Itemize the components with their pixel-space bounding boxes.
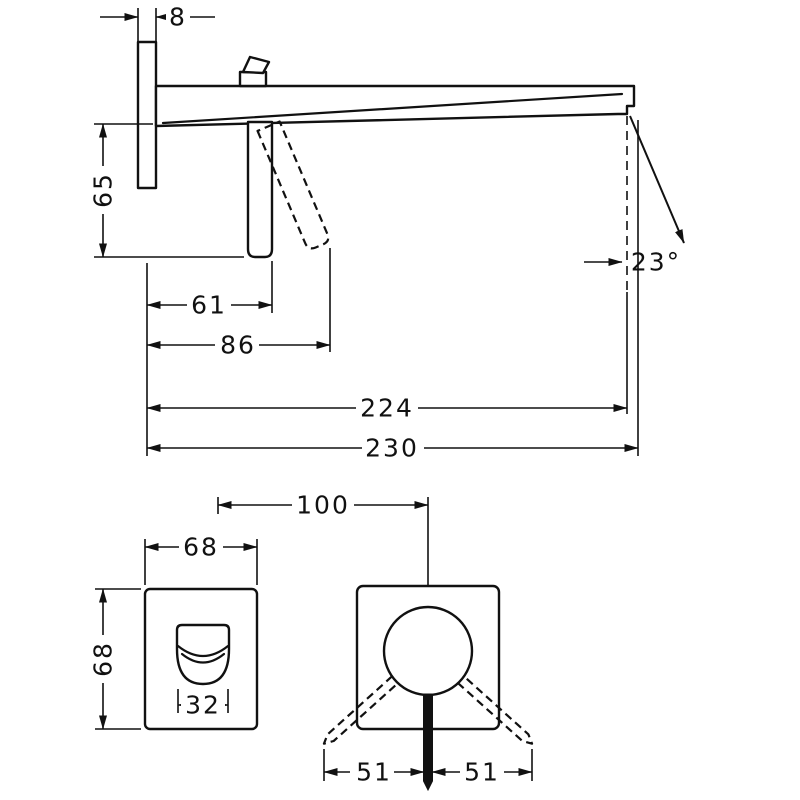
spout-aerator-curve-2 <box>180 652 226 664</box>
dim-center-distance: 100 <box>217 491 429 585</box>
spout-front-outline <box>175 623 231 686</box>
plate-height-label: 68 <box>89 641 118 677</box>
lever-front <box>423 693 433 792</box>
wall-plate-side <box>136 40 158 190</box>
stream-angle-label: 23° <box>631 248 681 277</box>
dim-plate-height: 68 <box>89 588 141 730</box>
plate-thickness-label: 8 <box>169 3 187 32</box>
center-distance-label: 100 <box>296 491 350 520</box>
spout-taper-line <box>161 92 624 125</box>
lever-height-label: 65 <box>89 172 118 208</box>
dim-stream-angle: 23° <box>584 248 682 277</box>
cartridge-cap <box>241 55 271 75</box>
dim-lever-reach: 86 <box>146 248 331 360</box>
lever-side <box>246 120 274 259</box>
dim-lever-offset: 61 <box>146 261 273 320</box>
lever-offset-label: 61 <box>191 291 227 320</box>
dim-swing-right: 51 <box>431 749 533 787</box>
dim-spout-reach: 230 <box>146 120 639 463</box>
spout-reach-label: 230 <box>365 434 419 463</box>
plate-width-label: 68 <box>183 533 219 562</box>
dim-lever-height: 65 <box>89 123 244 258</box>
spout-front-view: 68 68 32 <box>89 533 259 731</box>
spout-aerator-curve-1 <box>176 644 230 658</box>
stream-reach-label: 224 <box>360 394 414 423</box>
water-stream-line <box>629 115 685 244</box>
side-view: 23° 8 65 61 <box>89 3 685 463</box>
swing-left-label: 51 <box>356 758 392 787</box>
handle-rosette <box>382 605 474 697</box>
dim-swing-left: 51 <box>323 749 425 787</box>
handle-front-view: 100 51 51 <box>217 491 534 792</box>
spout-width-label: 32 <box>185 691 221 720</box>
swing-right-label: 51 <box>464 758 500 787</box>
dim-spout-width: 32 <box>177 689 229 720</box>
dim-plate-width: 68 <box>144 533 258 585</box>
lever-reach-label: 86 <box>220 331 256 360</box>
dim-stream-reach: 224 <box>146 394 628 423</box>
dim-plate-thickness: 8 <box>100 3 215 41</box>
